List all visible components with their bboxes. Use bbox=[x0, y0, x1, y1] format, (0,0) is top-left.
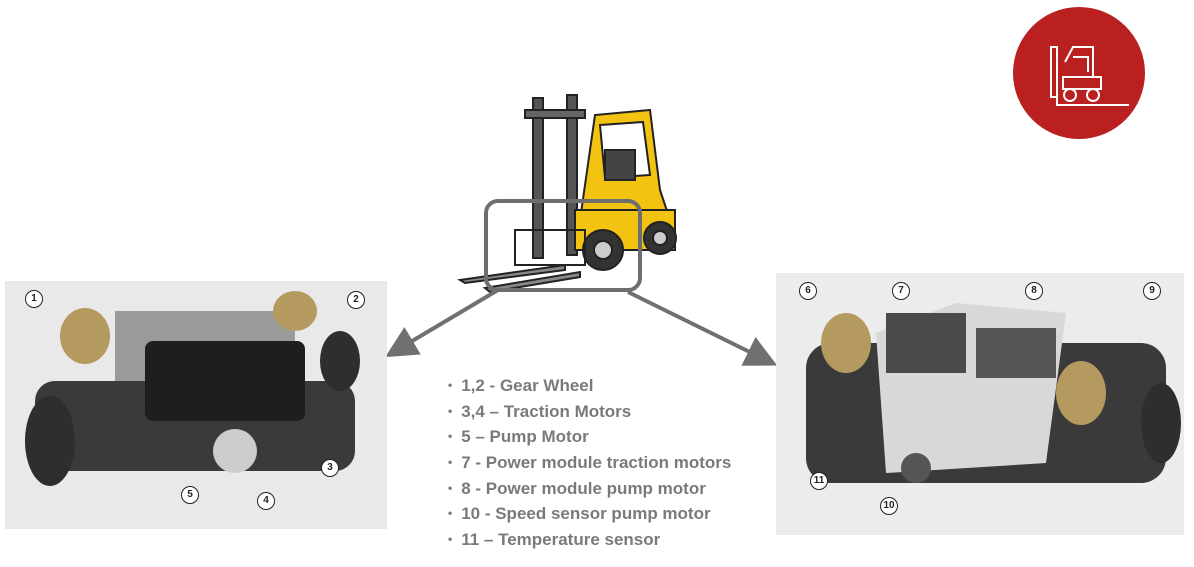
forklift-logo bbox=[1013, 7, 1145, 139]
callout-4: 4 bbox=[257, 492, 275, 510]
callout-6: 6 bbox=[799, 282, 817, 300]
drive-axle-photo bbox=[5, 281, 387, 529]
callout-1: 1 bbox=[25, 290, 43, 308]
callout-11: 11 bbox=[810, 472, 828, 490]
forklift-illustration bbox=[457, 94, 677, 294]
component-legend: 1,2 - Gear Wheel 3,4 – Traction Motors 5… bbox=[448, 373, 731, 553]
callout-9: 9 bbox=[1143, 282, 1161, 300]
legend-item: 10 - Speed sensor pump motor bbox=[448, 501, 731, 527]
forklift-logo-icon bbox=[1050, 46, 1129, 106]
power-module-photo bbox=[776, 273, 1184, 535]
callout-2: 2 bbox=[347, 291, 365, 309]
arrow-left bbox=[385, 288, 500, 358]
callout-3: 3 bbox=[321, 459, 339, 477]
arrow-right bbox=[627, 290, 778, 366]
legend-item: 5 – Pump Motor bbox=[448, 424, 731, 450]
callout-10: 10 bbox=[880, 497, 898, 515]
legend-item: 11 – Temperature sensor bbox=[448, 527, 731, 553]
highlight-box bbox=[484, 199, 642, 292]
callout-5: 5 bbox=[181, 486, 199, 504]
power-module-image bbox=[806, 303, 1181, 483]
legend-item: 3,4 – Traction Motors bbox=[448, 399, 731, 425]
callout-7: 7 bbox=[892, 282, 910, 300]
legend-item: 1,2 - Gear Wheel bbox=[448, 373, 731, 399]
legend-item: 8 - Power module pump motor bbox=[448, 476, 731, 502]
callout-8: 8 bbox=[1025, 282, 1043, 300]
legend-item: 7 - Power module traction motors bbox=[448, 450, 731, 476]
drive-axle-image bbox=[25, 291, 360, 486]
